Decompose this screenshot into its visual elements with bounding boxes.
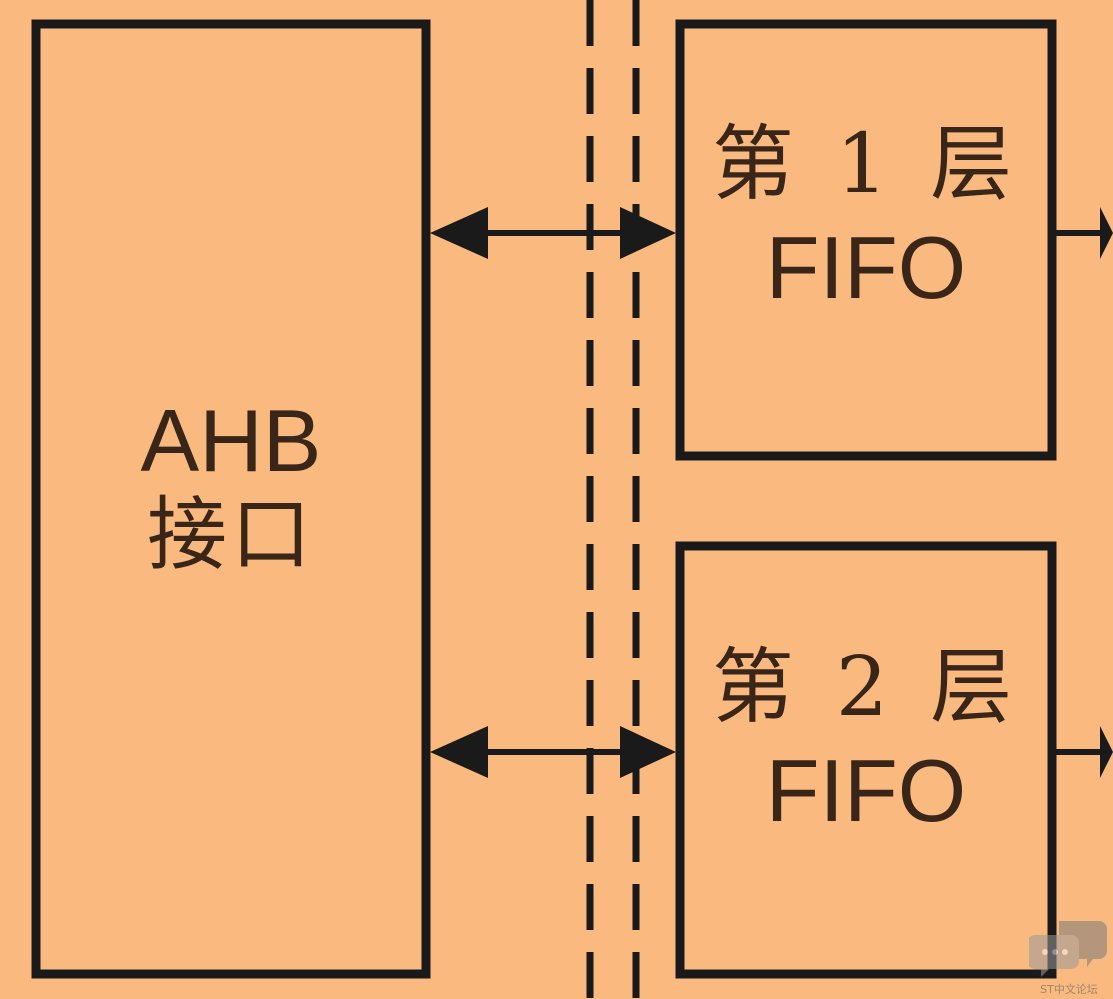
- forum-watermark: ST中文论坛: [1027, 913, 1109, 997]
- fifo-layer-1-type: FIFO: [765, 218, 967, 318]
- output-arrow-1: [1056, 207, 1113, 259]
- watermark-text: ST中文论坛: [1040, 983, 1098, 996]
- ahb-interface-label: AHB 接口: [36, 391, 426, 582]
- fifo-layer-1-title: 第 1 层: [711, 117, 1021, 212]
- ahb-interface-block: [31, 19, 431, 979]
- fifo-layer-2-label: 第 2 层 FIFO: [680, 640, 1052, 841]
- fifo-layer-1-label: 第 1 层 FIFO: [680, 117, 1052, 318]
- bidirectional-arrow-2: [430, 726, 676, 778]
- ahb-label-line2: 接口: [147, 488, 315, 582]
- fifo-layer-1-block: [675, 19, 1057, 461]
- output-arrow-2: [1056, 726, 1113, 778]
- bidirectional-arrow-1: [430, 207, 676, 259]
- fifo-layer-2-type: FIFO: [765, 741, 967, 841]
- ahb-label-line1: AHB: [140, 391, 322, 490]
- fifo-layer-2-block: [675, 541, 1057, 979]
- fifo-layer-2-title: 第 2 层: [711, 640, 1021, 735]
- chat-bubble-icon: [1027, 921, 1107, 977]
